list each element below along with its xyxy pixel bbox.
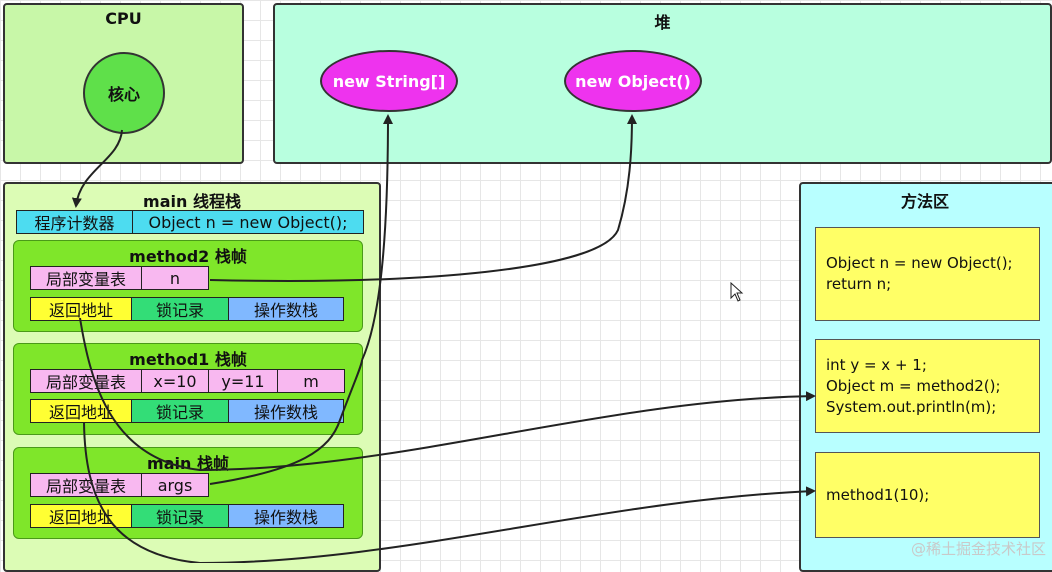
local-var-args: args [141,473,209,497]
operand-stack: 操作数栈 [228,297,344,321]
code-line: System.out.println(m); [826,397,997,416]
program-counter-value: Object n = new Object(); [132,210,364,234]
heap-title: 堆 [654,13,671,32]
code-line: Object n = new Object(); [826,254,1013,272]
main-code-block: method1(10); [815,452,1040,538]
lock-record: 锁记录 [131,504,229,528]
core-node: 核心 [83,52,165,134]
frame-method2-title: method2 栈帧 [129,247,247,266]
method-area-title: 方法区 [900,192,949,211]
locals-label: 局部变量表 [30,369,142,393]
locals-label: 局部变量表 [30,266,142,290]
local-var-n: n [141,266,209,290]
code-line: method1(10); [826,485,930,504]
local-var-y: y=11 [208,369,278,393]
code-line: return n; [826,275,892,293]
lock-record: 锁记录 [131,297,229,321]
return-address: 返回地址 [30,504,132,528]
return-address: 返回地址 [30,297,132,321]
cpu-title: CPU [105,9,142,28]
program-counter-label: 程序计数器 [16,210,133,234]
operand-stack: 操作数栈 [228,399,344,423]
frame-method1-title: method1 栈帧 [129,350,247,369]
watermark: @稀土掘金技术社区 [910,540,1046,558]
mouse-cursor-icon [730,282,744,302]
frame-main-title: main 栈帧 [147,454,229,473]
method2-code-block: Object n = new Object(); return n; [815,227,1040,321]
heap-object-string-array: new String[] [320,50,458,112]
locals-label: 局部变量表 [30,473,142,497]
local-var-m: m [277,369,345,393]
code-line: int y = x + 1; [826,355,927,374]
method1-code-block: int y = x + 1; Object m = method2(); Sys… [815,339,1040,433]
lock-record: 锁记录 [131,399,229,423]
operand-stack: 操作数栈 [228,504,344,528]
thread-stack-title: main 线程栈 [143,192,241,211]
return-address: 返回地址 [30,399,132,423]
heap-object-object: new Object() [564,50,702,112]
local-var-x: x=10 [141,369,209,393]
code-line: Object m = method2(); [826,376,1001,395]
cpu-panel: CPU 核心 [3,3,244,164]
